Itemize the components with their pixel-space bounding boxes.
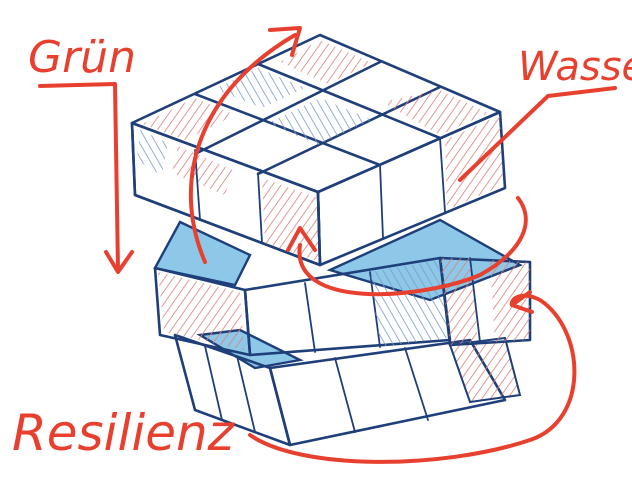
label-gruen: Grün [28,32,136,83]
cube-middle-layer [155,220,530,355]
arrow-gruen-line [40,84,118,270]
label-wasser: Wasser [518,44,632,90]
label-resilienz: Resilienz [12,404,236,462]
annotations: Grün Wasser Resilienz [12,28,632,462]
